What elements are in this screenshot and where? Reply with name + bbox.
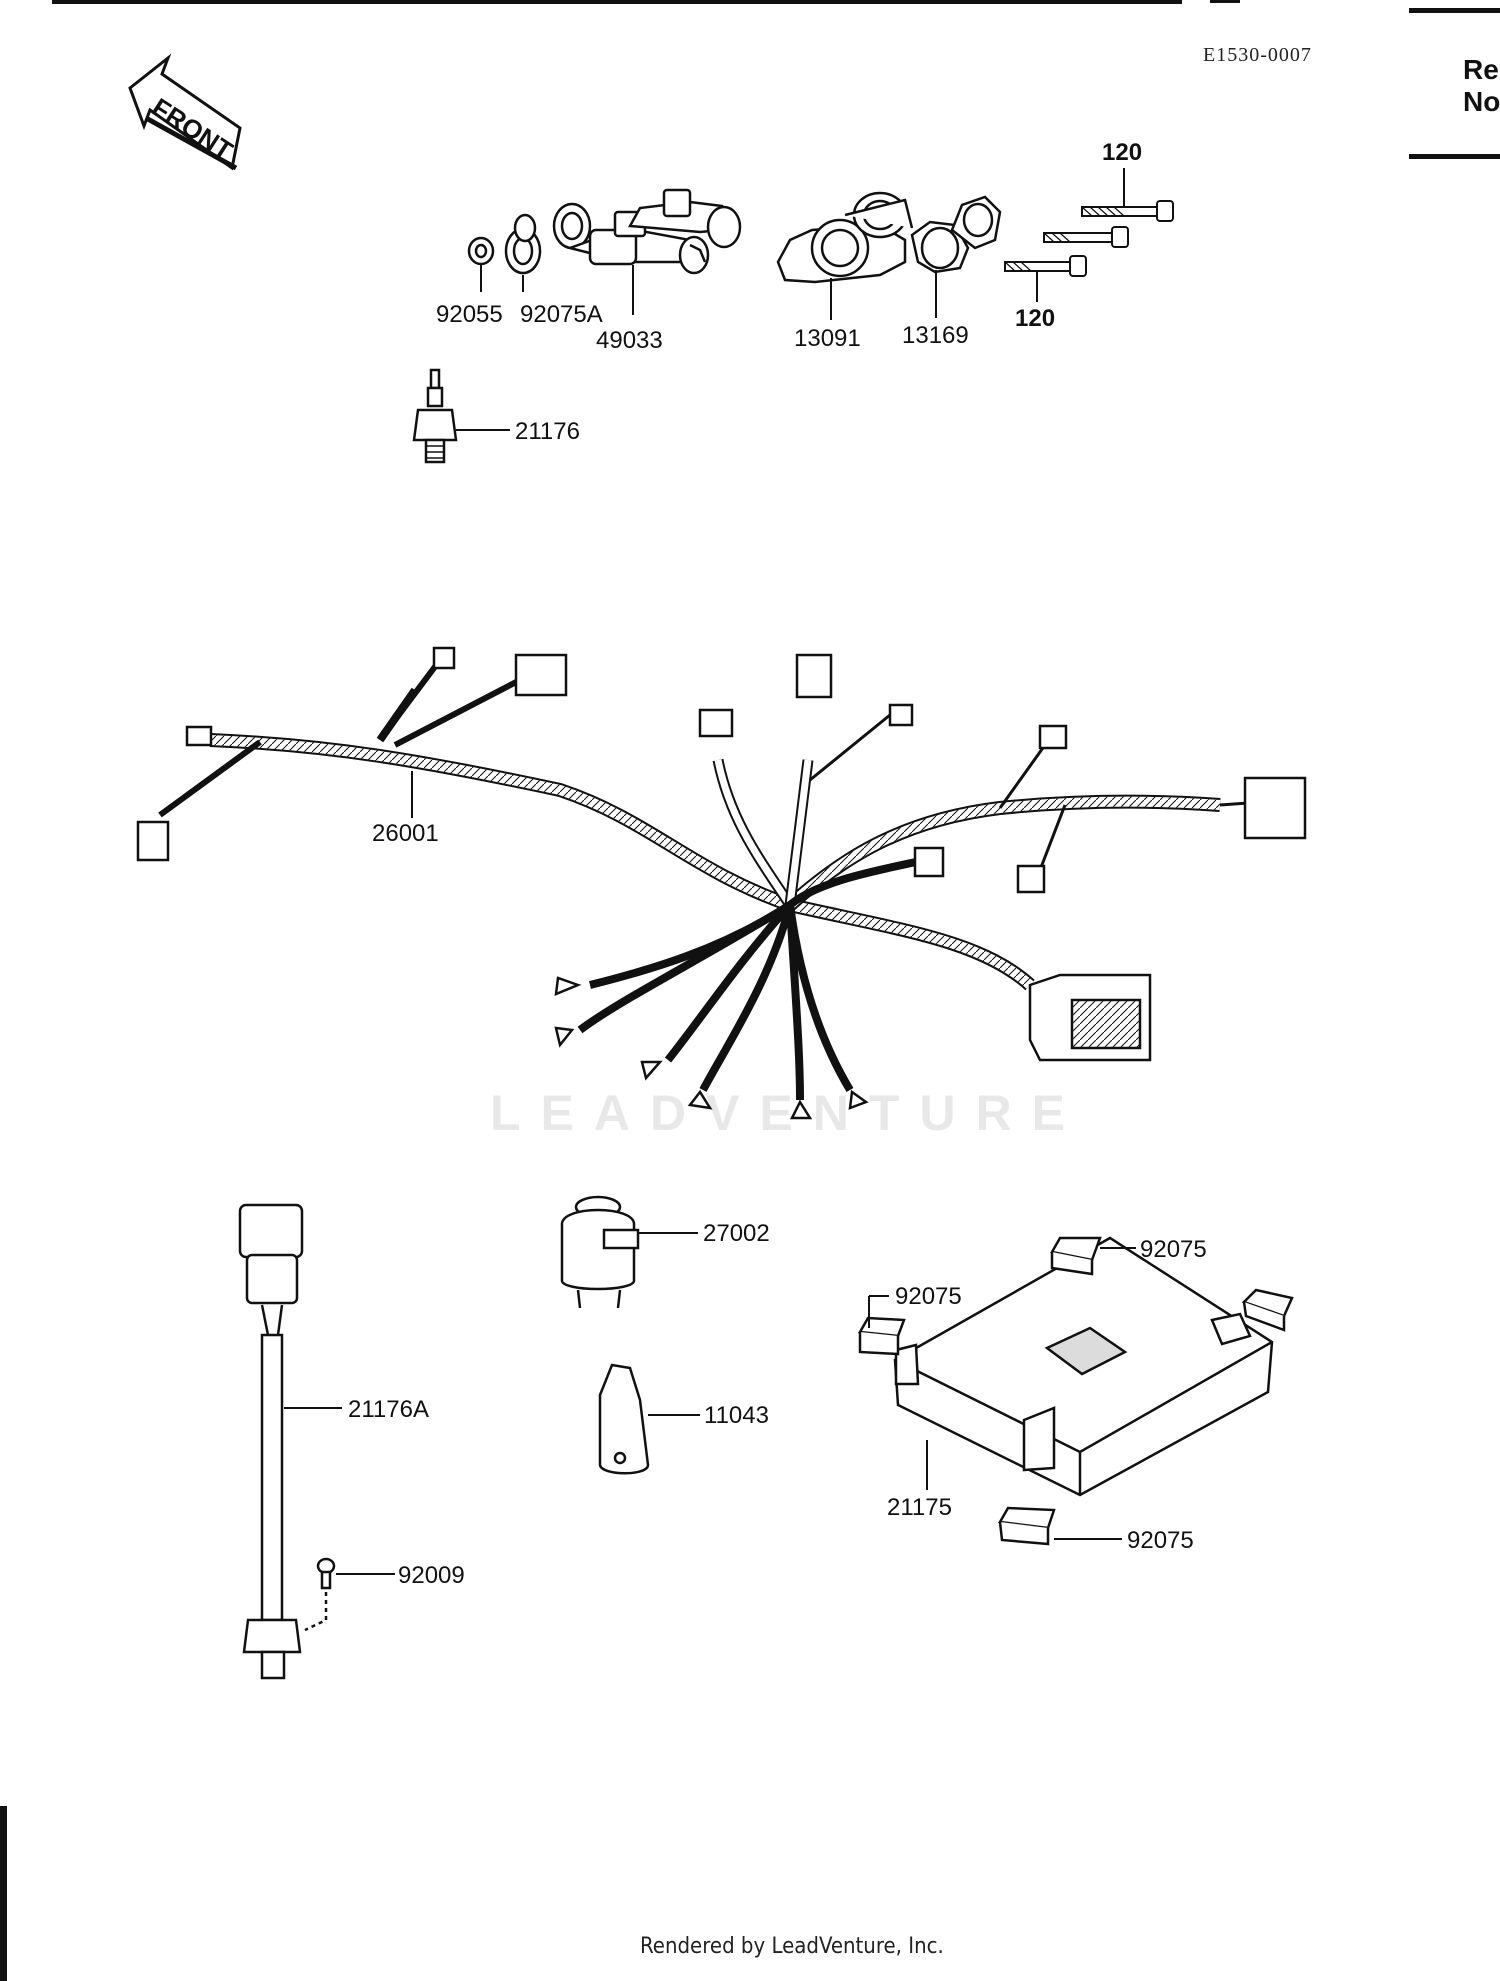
callout-92075-top: 92075 — [1140, 1236, 1207, 1263]
speed-sensor-drawing — [238, 1203, 304, 1680]
screw-drawing — [304, 1557, 336, 1632]
top-border-tick — [1210, 0, 1240, 3]
front-arrow-icon: FRONT — [128, 53, 242, 171]
temperature-sensor-drawing — [412, 368, 458, 464]
pressure-switch-drawing — [560, 1195, 640, 1309]
side-header-line-2: No — [1463, 86, 1500, 117]
callout-92075-left: 92075 — [895, 1283, 962, 1310]
wiring-harness-drawing — [158, 658, 1249, 1101]
harness-connectors — [136, 646, 1307, 1120]
callout-21175: 21175 — [887, 1494, 952, 1521]
watermark: LEADVENTURE — [490, 1085, 1086, 1141]
ignition-switch-drawing — [467, 188, 742, 275]
callout-11043: 11043 — [704, 1402, 769, 1429]
callout-120-top: 120 — [1102, 139, 1142, 166]
callout-92055: 92055 — [436, 301, 503, 328]
top-border-rule — [52, 0, 1182, 4]
footer-credit: Rendered by LeadVenture, Inc. — [640, 1934, 944, 1959]
callout-13091: 13091 — [794, 325, 861, 352]
bolt-drawing — [1004, 200, 1174, 277]
callout-21176: 21176 — [515, 418, 580, 445]
reference-code: E1530-0007 — [1203, 44, 1312, 66]
callout-92075A: 92075A — [520, 301, 603, 328]
bracket-drawing — [598, 1363, 650, 1475]
side-column-header: Re No — [1463, 54, 1500, 118]
control-unit-drawing — [893, 1236, 1274, 1497]
callout-92009: 92009 — [398, 1562, 465, 1589]
callout-49033: 49033 — [596, 327, 663, 354]
callout-92075-bottom: 92075 — [1127, 1527, 1194, 1554]
side-column-rule — [1409, 154, 1500, 159]
callout-21176A: 21176A — [348, 1396, 429, 1423]
switch-cover-drawing — [776, 191, 914, 284]
callout-13169: 13169 — [902, 322, 969, 349]
callout-26001: 26001 — [372, 820, 439, 847]
rubber-damper-drawing — [857, 1236, 1294, 1546]
side-column-top-rule — [1409, 8, 1500, 13]
left-edge-bar — [0, 1806, 7, 1981]
gasket-drawing — [910, 195, 1002, 274]
side-header-line-1: Re — [1463, 54, 1499, 85]
callout-120-bottom: 120 — [1015, 305, 1055, 332]
callout-27002: 27002 — [703, 1220, 770, 1247]
